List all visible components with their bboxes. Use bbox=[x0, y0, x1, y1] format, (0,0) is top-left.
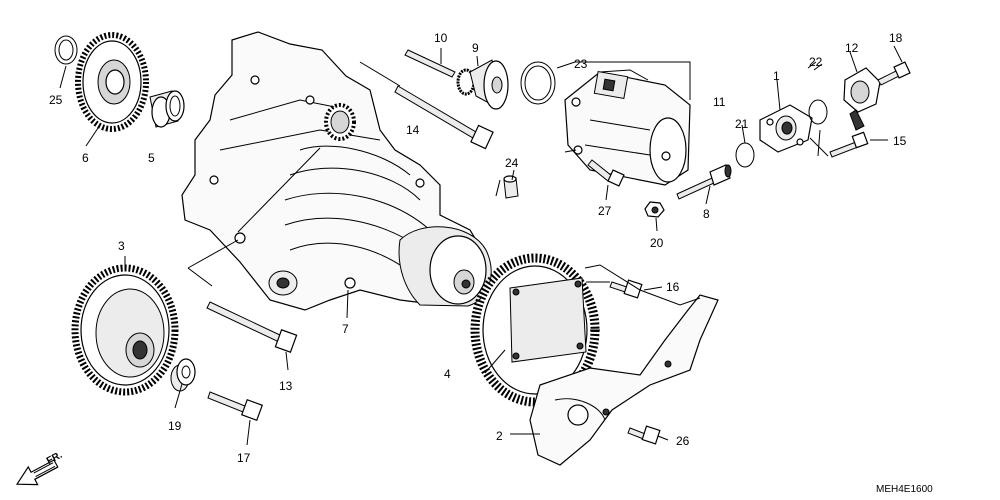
diagram-code: MEH4E1600 bbox=[876, 484, 933, 495]
bolt-part-26[interactable] bbox=[627, 425, 661, 445]
bolt-part-16[interactable] bbox=[609, 279, 643, 299]
callout-9: 9 bbox=[472, 41, 479, 55]
callout-6: 6 bbox=[82, 151, 89, 165]
callout-20: 20 bbox=[650, 236, 664, 250]
o-ring-part-22[interactable] bbox=[808, 99, 828, 125]
callout-24: 24 bbox=[505, 156, 519, 170]
reference-lines bbox=[187, 61, 829, 331]
sensor-housing-part-1[interactable] bbox=[759, 104, 813, 153]
o-ring-part-23[interactable] bbox=[520, 61, 556, 105]
front-direction-indicator: FR. bbox=[15, 450, 65, 486]
callout-11: 11 bbox=[713, 95, 726, 109]
screw-part-18[interactable] bbox=[877, 61, 911, 86]
gear-part-9[interactable] bbox=[456, 59, 509, 110]
callout-5: 5 bbox=[148, 151, 155, 165]
front-label: FR. bbox=[45, 450, 65, 467]
callout-25: 25 bbox=[49, 93, 63, 107]
gear-part-6[interactable] bbox=[75, 32, 149, 132]
leader-lines bbox=[59, 45, 903, 446]
callout-17: 17 bbox=[237, 451, 251, 465]
callout-23: 23 bbox=[574, 57, 588, 71]
shaft-part-10[interactable] bbox=[404, 49, 456, 78]
bolt-part-17[interactable] bbox=[207, 391, 264, 422]
callout-14: 14 bbox=[406, 123, 420, 137]
callout-10: 10 bbox=[434, 31, 448, 45]
spacer-part-19[interactable] bbox=[170, 358, 196, 392]
callout-12: 12 bbox=[845, 41, 859, 55]
callout-15: 15 bbox=[893, 134, 907, 148]
sensor-part-12[interactable] bbox=[843, 67, 881, 131]
callout-26: 26 bbox=[676, 434, 690, 448]
callout-8: 8 bbox=[703, 207, 710, 221]
starter-clutch-part-3[interactable] bbox=[71, 264, 179, 396]
nut-part-20[interactable] bbox=[644, 201, 665, 218]
bolt-part-14[interactable] bbox=[394, 85, 494, 150]
callout-7: 7 bbox=[342, 322, 349, 336]
callout-2: 2 bbox=[496, 429, 503, 443]
callout-1: 1 bbox=[773, 69, 780, 83]
bolt-part-13[interactable] bbox=[206, 301, 298, 353]
o-ring-part-21[interactable] bbox=[735, 142, 755, 168]
callouts: 25 6 5 3 19 17 13 7 14 10 9 24 23 11 27 … bbox=[49, 31, 907, 465]
callout-21: 21 bbox=[735, 117, 749, 131]
starter-motor-part-11[interactable] bbox=[564, 69, 691, 186]
bushing-part-5[interactable] bbox=[149, 90, 185, 128]
sensor-part-8[interactable] bbox=[676, 164, 732, 200]
callout-3: 3 bbox=[118, 239, 125, 253]
generator-assembly-part-7[interactable] bbox=[181, 31, 492, 311]
callout-16: 16 bbox=[666, 280, 680, 294]
cover-plate-part-2[interactable] bbox=[529, 264, 719, 466]
callout-4: 4 bbox=[444, 367, 451, 381]
bolt-part-15[interactable] bbox=[829, 131, 869, 158]
callout-22: 22 bbox=[809, 55, 823, 69]
dowel-pin-part-24[interactable] bbox=[503, 175, 519, 199]
clip-pair bbox=[807, 61, 823, 71]
bolt-part-27[interactable] bbox=[587, 159, 625, 187]
callout-27: 27 bbox=[598, 204, 612, 218]
arrow-icon bbox=[15, 459, 59, 486]
callout-18: 18 bbox=[889, 31, 903, 45]
circlip-part-25[interactable] bbox=[54, 35, 78, 65]
callout-19: 19 bbox=[168, 419, 182, 433]
callout-13: 13 bbox=[279, 379, 293, 393]
